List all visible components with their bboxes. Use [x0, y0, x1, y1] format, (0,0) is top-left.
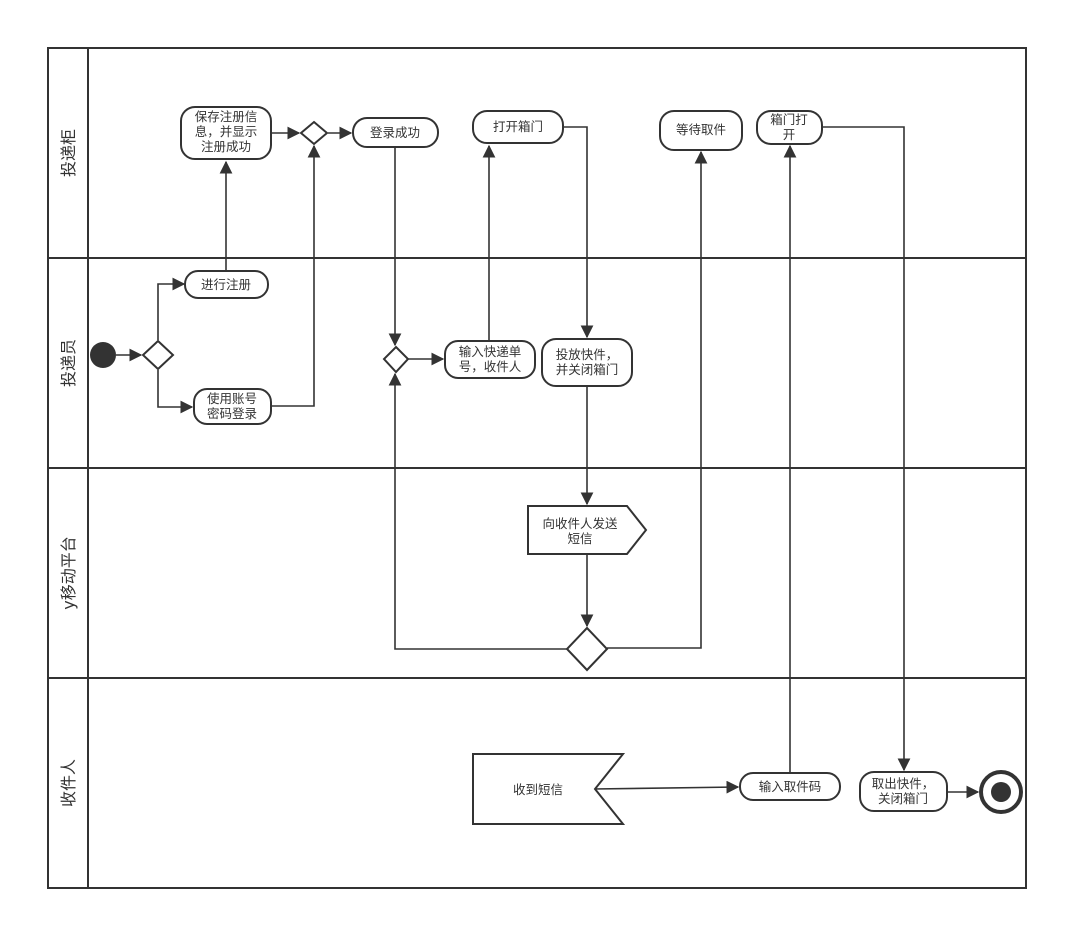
label-line: 投放快件， [556, 347, 619, 362]
lane-title-recipient: 收件人 [59, 759, 78, 807]
node-take-out: 取出快件，关闭箱门 [859, 771, 948, 812]
label-line: 息，并显示 [195, 124, 258, 139]
edge-door-open-takeout [822, 126, 911, 772]
lane-title-courier: 投递员 [59, 339, 78, 387]
node-login-success: 登录成功 [352, 117, 439, 148]
label-line: 输入快递单 [459, 344, 522, 359]
node-open-door: 打开箱门 [472, 110, 564, 144]
label-line: 等待取件 [676, 122, 726, 137]
decision-courier [382, 345, 410, 374]
label-line: 打开箱门 [493, 119, 543, 134]
node-receive-sms-label: 收到短信 [513, 782, 563, 797]
node-send-sms: 向收件人发送短信 [527, 505, 648, 555]
label-line: 进行注册 [201, 277, 251, 292]
node-place-package-label: 投放快件，并关闭箱门 [556, 347, 619, 377]
label-line: 并关闭箱门 [556, 362, 619, 377]
node-send-sms-label: 向收件人发送短信 [542, 516, 618, 546]
merge-diamond-locker [299, 120, 329, 146]
label-line: 取出快件， [872, 776, 935, 791]
label-line: 短信 [567, 531, 592, 546]
node-input-tracking-label: 输入快递单号，收件人 [459, 344, 522, 374]
label-line: 号，收件人 [459, 359, 522, 374]
label-line: 登录成功 [370, 125, 420, 140]
lane-title-locker: 投递柜 [59, 129, 78, 177]
node-receive-sms: 收到短信 [472, 753, 626, 825]
label-line: 输入取件码 [759, 779, 822, 794]
edge-decision-login [157, 370, 194, 414]
edge-decision-loop-back [388, 372, 567, 650]
label-line: 向收件人发送 [542, 516, 618, 531]
label-line: 关闭箱门 [878, 791, 928, 806]
node-input-tracking: 输入快递单号，收件人 [444, 340, 536, 379]
node-login-account-label: 使用账号密码登录 [207, 391, 257, 421]
node-login-account: 使用账号密码登录 [193, 388, 272, 425]
node-place-package: 投放快件，并关闭箱门 [541, 338, 633, 387]
label-line: 注册成功 [201, 139, 251, 154]
edge-decision-wait [607, 150, 708, 649]
node-login-success-label: 登录成功 [370, 125, 420, 140]
node-save-register-label: 保存注册信息，并显示注册成功 [195, 109, 258, 154]
node-take-out-label: 取出快件，关闭箱门 [872, 776, 935, 806]
node-door-open: 箱门打开 [756, 110, 823, 145]
edge-receive-input-code [592, 780, 740, 794]
start-node [90, 342, 116, 368]
edge-login-merge [271, 144, 321, 407]
label-line: 使用账号 [207, 391, 257, 406]
node-input-code: 输入取件码 [739, 772, 841, 801]
node-wait-pickup: 等待取件 [659, 110, 743, 151]
node-register-label: 进行注册 [201, 277, 251, 292]
node-save-register: 保存注册信息，并显示注册成功 [180, 106, 272, 160]
node-door-open-label: 箱门打开 [770, 112, 808, 142]
swimlane-frame [47, 47, 1027, 889]
end-node [979, 770, 1023, 814]
label-line: 开 [783, 127, 796, 142]
node-wait-pickup-label: 等待取件 [676, 122, 726, 137]
node-open-door-label: 打开箱门 [493, 119, 543, 134]
label-line: 密码登录 [207, 406, 257, 421]
decision-register-or-login [141, 339, 175, 371]
label-line: 保存注册信 [195, 109, 258, 124]
edge-open-place [563, 126, 594, 339]
label-line: 箱门打 [770, 112, 808, 127]
label-line: 收到短信 [513, 782, 563, 797]
lane-title-platform: y移动平台 [59, 536, 78, 609]
node-input-code-label: 输入取件码 [759, 779, 822, 794]
node-register: 进行注册 [184, 270, 269, 299]
decision-platform [565, 626, 609, 672]
edge-decision-register [157, 277, 186, 340]
edges [116, 126, 980, 799]
